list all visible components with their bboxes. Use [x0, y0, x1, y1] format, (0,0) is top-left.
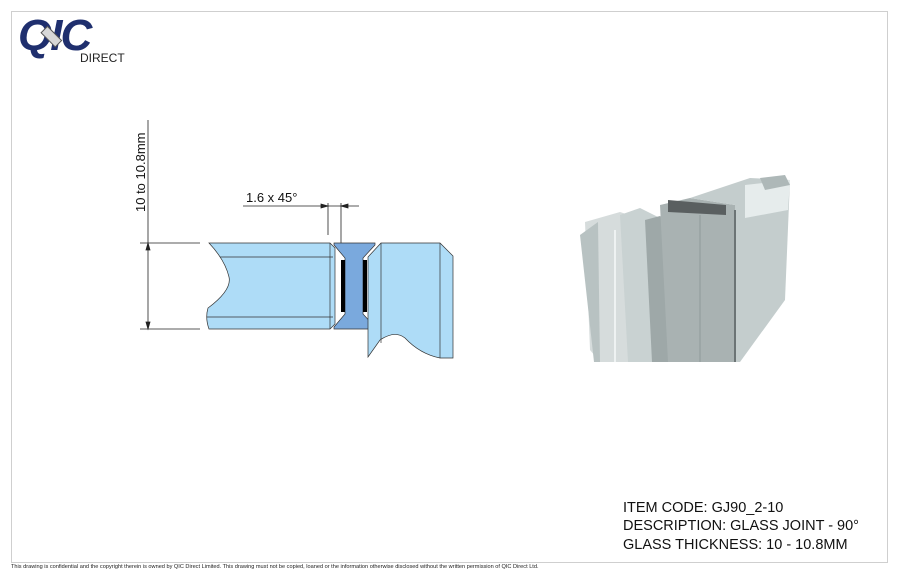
description: DESCRIPTION: GLASS JOINT - 90° [623, 518, 859, 534]
thickness-label: 10 to 10.8mm [133, 133, 148, 213]
left-glass-panel [206, 242, 336, 330]
chamfer-dimension [243, 203, 359, 244]
thickness-dimension [140, 120, 200, 331]
gasket-right [363, 260, 367, 312]
right-glass-panel [367, 242, 454, 359]
glass-thickness: GLASS THICKNESS: 10 - 10.8MM [623, 537, 848, 553]
logo-subtitle: DIRECT [80, 51, 125, 65]
sheet-border [11, 11, 888, 563]
confidentiality-notice: This drawing is confidential and the cop… [11, 564, 539, 570]
item-code: ITEM CODE: GJ90_2-10 [623, 500, 784, 516]
product-3d-render [580, 175, 790, 362]
chamfer-label: 1.6 x 45° [246, 190, 297, 205]
gasket-left [341, 260, 345, 312]
qic-logo: QIC [18, 12, 95, 60]
